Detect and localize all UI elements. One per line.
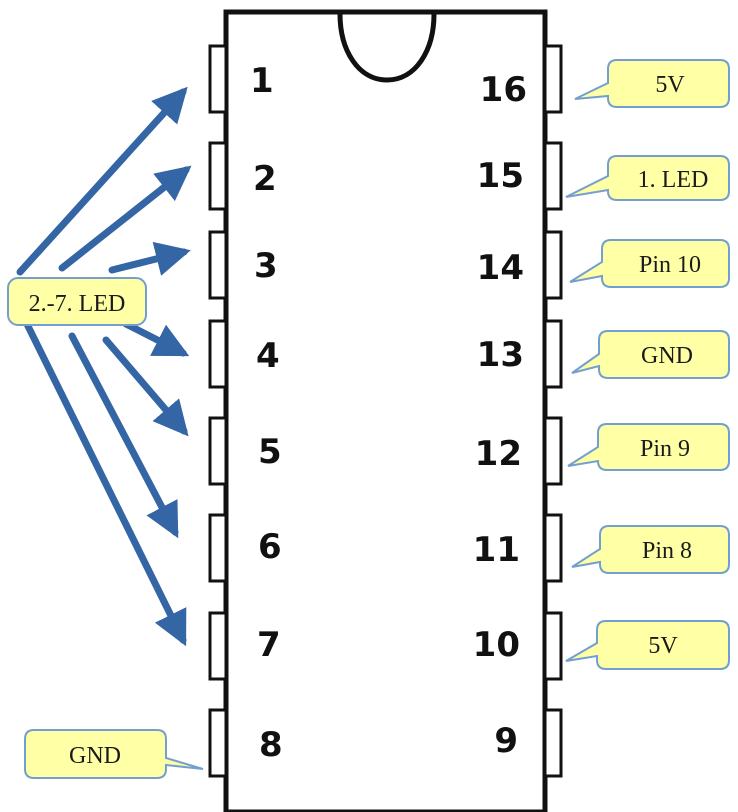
arrow-to-pin-6 <box>102 336 189 437</box>
pin-11 <box>543 513 563 583</box>
callout-pin16-label: 5V <box>655 72 685 98</box>
pin-number-13: 13 <box>477 335 524 375</box>
callout-pin11-box <box>571 525 730 574</box>
pin-8 <box>208 708 228 778</box>
chip-body <box>223 9 548 812</box>
left-pins <box>208 44 228 778</box>
pin-3 <box>208 230 228 300</box>
callout-pin13-box <box>571 330 730 379</box>
pin-9 <box>543 708 563 778</box>
arrow-to-pin-3 <box>58 165 192 272</box>
pin-1 <box>208 44 228 114</box>
pin-16 <box>543 44 563 114</box>
pin-number-3: 3 <box>254 246 278 286</box>
pin-5 <box>208 416 228 486</box>
pin-number-2: 2 <box>253 159 277 199</box>
pin-number-11: 11 <box>473 530 520 570</box>
callout-pin13-label: GND <box>641 343 693 369</box>
pin-number-10: 10 <box>473 625 520 665</box>
callout-pin14: Pin 10 <box>569 239 730 288</box>
callout-pin15: 1. LED <box>565 155 730 201</box>
pin-number-5: 5 <box>258 432 282 472</box>
pin-number-12: 12 <box>475 434 522 474</box>
pin-2 <box>208 141 228 211</box>
callout-led-group-box <box>7 277 147 326</box>
pin-13 <box>543 319 563 389</box>
callout-pin8-box <box>24 729 204 779</box>
pin-14 <box>543 230 563 300</box>
arrow-to-pin-5 <box>122 320 190 357</box>
arrow-to-pin-7 <box>68 332 179 539</box>
left-pin-numbers: 1 2 3 4 5 6 7 8 <box>250 61 283 765</box>
callout-pin10-label: 5V <box>648 633 678 659</box>
callout-pin14-box <box>569 239 730 288</box>
pin-15 <box>543 141 563 211</box>
pin-number-7: 7 <box>257 625 281 665</box>
chip-notch <box>337 13 437 83</box>
pin-number-8: 8 <box>259 725 283 765</box>
callout-pin10: 5V <box>565 620 730 670</box>
callout-pin13: GND <box>571 330 730 379</box>
right-pin-numbers: 16 15 14 13 12 11 10 9 <box>473 70 527 761</box>
callout-pin15-label: 1. LED <box>638 167 709 193</box>
callout-led-group-label: 2.-7. LED <box>29 291 126 317</box>
right-pins <box>543 44 563 778</box>
callout-pin16: 5V <box>574 59 730 108</box>
callout-pin12-box <box>567 423 730 471</box>
callout-pin12: Pin 9 <box>567 423 730 471</box>
pin-number-6: 6 <box>258 527 282 567</box>
pin-6 <box>208 513 228 583</box>
callout-pin15-box <box>565 155 730 201</box>
callout-pin11-label: Pin 8 <box>642 538 692 564</box>
pin-7 <box>208 611 228 681</box>
pin-number-14: 14 <box>477 248 524 288</box>
callout-pin10-box <box>565 620 730 670</box>
pin-4 <box>208 319 228 389</box>
pin-number-1: 1 <box>250 61 274 101</box>
chip <box>223 9 548 812</box>
pin-number-9: 9 <box>494 721 518 761</box>
arrow-to-pin-2 <box>16 86 188 276</box>
callout-led-group: 2.-7. LED <box>7 277 147 326</box>
callout-pin14-label: Pin 10 <box>639 252 701 278</box>
callout-pin8-label: GND <box>69 743 121 769</box>
pin-number-16: 16 <box>480 70 527 110</box>
pin-number-15: 15 <box>477 156 524 196</box>
led-arrows <box>16 86 192 647</box>
pin-number-4: 4 <box>256 336 280 376</box>
arrow-to-pin-8-region <box>20 314 187 647</box>
pin-10 <box>543 611 563 681</box>
callout-pin16-box <box>574 59 730 108</box>
arrow-to-pin-4 <box>108 241 191 276</box>
callout-pin8: GND <box>24 729 204 779</box>
pin-12 <box>543 416 563 486</box>
callout-pin12-label: Pin 9 <box>640 436 690 462</box>
callout-pin11: Pin 8 <box>571 525 730 574</box>
